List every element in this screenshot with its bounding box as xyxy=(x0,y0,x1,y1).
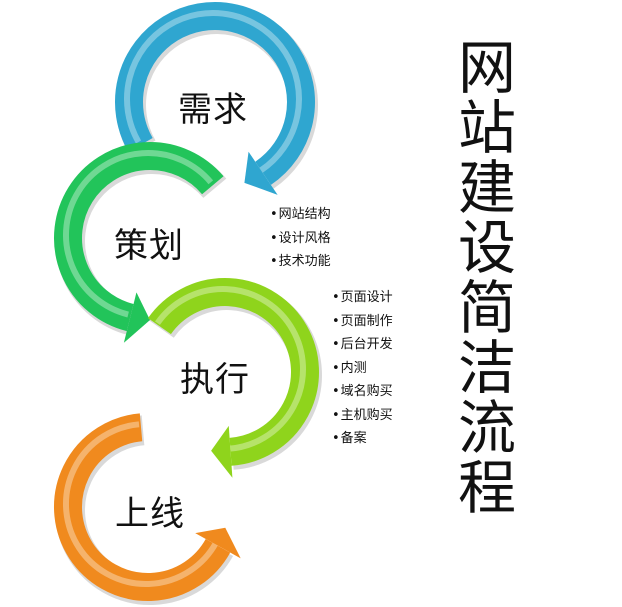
bullet-item: 网站结构 xyxy=(270,203,331,227)
launch-arrow xyxy=(54,413,241,605)
execution-arrow xyxy=(148,278,322,478)
stage-label-launch: 上线 xyxy=(115,494,185,534)
title-char: 程 xyxy=(457,454,516,522)
title-char: 网 xyxy=(457,34,516,102)
stage-label-execution: 执行 xyxy=(180,360,250,400)
arrowhead-icon xyxy=(211,425,233,478)
ring-highlight xyxy=(63,421,219,587)
title-char: 洁 xyxy=(457,334,516,402)
title-char: 建 xyxy=(457,154,516,222)
bullet-item: 后台开发 xyxy=(332,333,393,357)
title-char: 设 xyxy=(457,214,516,282)
bullet-item: 主机购买 xyxy=(332,404,393,428)
title-char: 站 xyxy=(457,94,516,162)
stage-label-requirements: 需求 xyxy=(178,90,248,130)
stage-label-planning: 策划 xyxy=(114,226,184,266)
bullet-item: 技术功能 xyxy=(270,250,331,274)
page-title: 网 站 建 设 简 洁 流 程 xyxy=(452,38,522,518)
bullet-item: 域名购买 xyxy=(332,380,393,404)
planning-bullets: 网站结构 设计风格 技术功能 xyxy=(270,203,331,274)
arrowhead-icon xyxy=(244,151,278,195)
planning-arrow xyxy=(54,142,227,343)
ring-arc xyxy=(148,278,319,466)
ring-highlight xyxy=(124,10,302,173)
ring-arc xyxy=(54,413,231,601)
ring-arc xyxy=(115,2,315,185)
bullet-item: 备案 xyxy=(332,427,393,451)
bullet-item: 设计风格 xyxy=(270,227,331,251)
title-char: 简 xyxy=(457,274,516,342)
title-char: 流 xyxy=(457,394,516,462)
arrowhead-icon xyxy=(195,527,241,559)
execution-bullets: 页面设计 页面制作 后台开发 内测 域名购买 主机购买 备案 xyxy=(332,286,393,451)
requirements-arrow xyxy=(115,2,318,195)
bullet-item: 内测 xyxy=(332,357,393,381)
arrowhead-icon xyxy=(123,292,150,343)
ring-highlight xyxy=(63,150,214,318)
bullet-item: 页面制作 xyxy=(332,310,393,334)
ring-highlight xyxy=(155,286,306,452)
bullet-item: 页面设计 xyxy=(332,286,393,310)
ring-arc xyxy=(54,142,224,332)
